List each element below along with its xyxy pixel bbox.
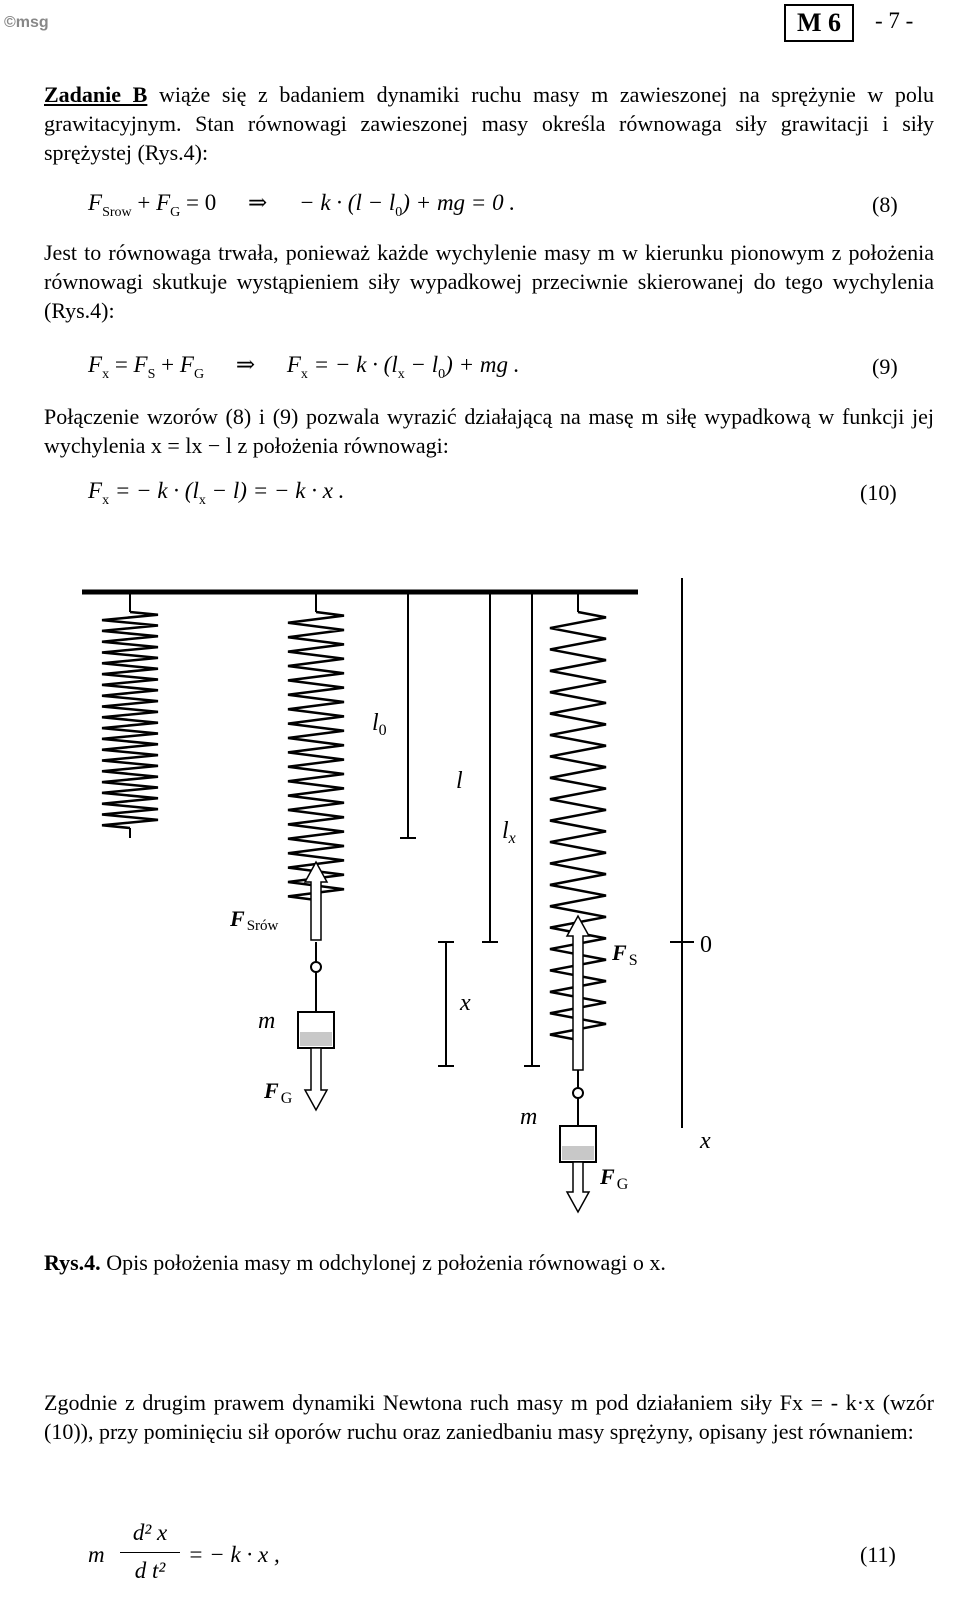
- eq8-rhs: − k · (l − l: [299, 190, 396, 215]
- label-zero: 0: [700, 932, 712, 958]
- copyright-mark: ©msg: [4, 14, 49, 31]
- eq9-fs-sub: S: [147, 367, 156, 382]
- label-fs-main: F: [611, 940, 627, 965]
- eq8-eq-zero: = 0: [186, 190, 217, 215]
- eq11-numerator: d² x: [132, 1520, 168, 1545]
- eq8-rhs-end: ) + mg = 0 .: [402, 190, 516, 215]
- gravity-arrow-2: [565, 1161, 591, 1214]
- eq9-r3: − l: [410, 352, 439, 377]
- eq9-eq: =: [114, 352, 128, 377]
- eq9-implies: ⇒: [235, 352, 256, 377]
- equation-10: Fx = − k · (lx − l) = − k · x .: [88, 478, 345, 508]
- label-l0-main: l: [372, 710, 379, 736]
- equation-8: FSrow + FG = 0 ⇒ − k · (l − l0) + mg = 0…: [88, 190, 516, 220]
- paragraph-intro-text: wiąże się z badaniem dynamiki ruchu masy…: [44, 82, 934, 165]
- page-number: - 7 -: [875, 8, 914, 33]
- eq8-implies: ⇒: [248, 190, 268, 215]
- mass-2-shade: [562, 1146, 594, 1160]
- eq8-plus: +: [137, 190, 151, 215]
- eq9-fg-sub: G: [193, 367, 205, 382]
- eq10-r1: = − k · (l: [114, 478, 199, 503]
- eq10-r1-sub: x: [198, 493, 206, 508]
- eq9-r1-sub: x: [300, 367, 308, 382]
- paragraph-combination: Połączenie wzorów (8) i (9) pozwala wyra…: [44, 402, 934, 460]
- eq9-fx: F: [88, 352, 103, 377]
- mass-2-hook: [572, 1087, 584, 1099]
- label-fg2-sub: G: [617, 1176, 629, 1193]
- paragraph-stability: Jest to równowaga trwała, ponieważ każde…: [44, 238, 934, 325]
- eq11-rhs: = − k · x ,: [188, 1542, 280, 1567]
- caption-text: Opis położenia masy m odchylonej z położ…: [100, 1250, 666, 1275]
- spring-force-arrow-2: [565, 914, 591, 1071]
- eq8-rhs-sub: 0: [395, 205, 403, 220]
- paragraph-combination-text: Połączenie wzorów (8) i (9) pozwala wyra…: [44, 404, 934, 458]
- paragraph-newton: Zgodnie z drugim prawem dynamiki Newtona…: [44, 1388, 934, 1446]
- paragraph-stability-text: Jest to równowaga trwała, ponieważ każde…: [44, 240, 934, 323]
- eq10-fx: F: [88, 478, 103, 503]
- equation-9: Fx = FS + FG ⇒ Fx = − k · (lx − l0) + mg…: [88, 352, 520, 382]
- label-fsrow-main: F: [229, 906, 245, 931]
- eq9-plus: +: [161, 352, 175, 377]
- equation-9-number: (9): [872, 354, 898, 379]
- section-box: M 6: [784, 4, 854, 42]
- eq9-fs: F: [133, 352, 148, 377]
- eq10-fx-sub: x: [102, 493, 110, 508]
- eq9-fx-sub: x: [102, 367, 110, 382]
- eq11-m: m: [88, 1542, 105, 1567]
- label-x-mid: x: [459, 990, 471, 1016]
- eq9-r2-sub: x: [397, 367, 405, 382]
- label-x-axis: x: [699, 1128, 711, 1154]
- eq9-r4: ) + mg .: [445, 352, 520, 377]
- eq9-r1: F: [286, 352, 301, 377]
- gravity-arrow-1: [303, 1047, 329, 1112]
- eq9-r3-sub: 0: [438, 367, 446, 382]
- label-fg2-main: F: [599, 1164, 615, 1189]
- equation-10-number: (10): [860, 480, 897, 505]
- label-fs-sub: S: [629, 952, 638, 969]
- spring-3: [549, 610, 607, 1042]
- spring-3-group: [549, 594, 607, 1214]
- label-l0: l0: [372, 710, 387, 739]
- label-m2: m: [520, 1104, 537, 1130]
- eq9-fg: F: [179, 352, 194, 377]
- figure-caption: Rys.4. Opis położenia masy m odchylonej …: [44, 1250, 666, 1276]
- spring-1: [101, 610, 159, 830]
- label-fsrow-sub: Srów: [247, 918, 279, 934]
- spring-1-group: [101, 594, 159, 838]
- eq8-sub-g: G: [170, 205, 181, 220]
- eq8-force-spring: F: [88, 190, 103, 215]
- caption-label: Rys.4.: [44, 1250, 101, 1275]
- spring-2-group: [287, 594, 345, 1112]
- eq11-denominator: d t²: [134, 1558, 166, 1583]
- equation-8-number: (8): [872, 192, 898, 217]
- dimension-lines: [400, 578, 694, 1128]
- eq8-sub-srow: Srow: [102, 205, 132, 220]
- label-fg1-main: F: [263, 1078, 279, 1103]
- eq11-fraction-bar: [120, 1552, 180, 1553]
- label-fg1-sub: G: [281, 1090, 293, 1107]
- eq10-r2: − l) = − k · x .: [211, 478, 345, 503]
- label-l: l: [456, 768, 463, 794]
- paragraph-newton-text: Zgodnie z drugim prawem dynamiki Newtona…: [44, 1390, 934, 1444]
- mass-1-shade: [300, 1032, 332, 1046]
- eq8-force-gravity: F: [156, 190, 171, 215]
- spring-2: [287, 610, 345, 902]
- eq9-r2: = − k · (l: [313, 352, 398, 377]
- task-label: Zadanie B: [44, 82, 148, 107]
- label-lx-sub: x: [508, 830, 516, 847]
- label-m1: m: [258, 1008, 275, 1034]
- label-l0-sub: 0: [379, 722, 387, 739]
- paragraph-intro: Zadanie B wiąże się z badaniem dynamiki …: [44, 80, 934, 167]
- label-lx-main: l: [502, 818, 509, 844]
- spring-force-arrow-1: [303, 860, 329, 941]
- equation-11-number: (11): [860, 1542, 896, 1567]
- mass-1-hook: [310, 961, 322, 973]
- label-lx: lx: [502, 818, 516, 847]
